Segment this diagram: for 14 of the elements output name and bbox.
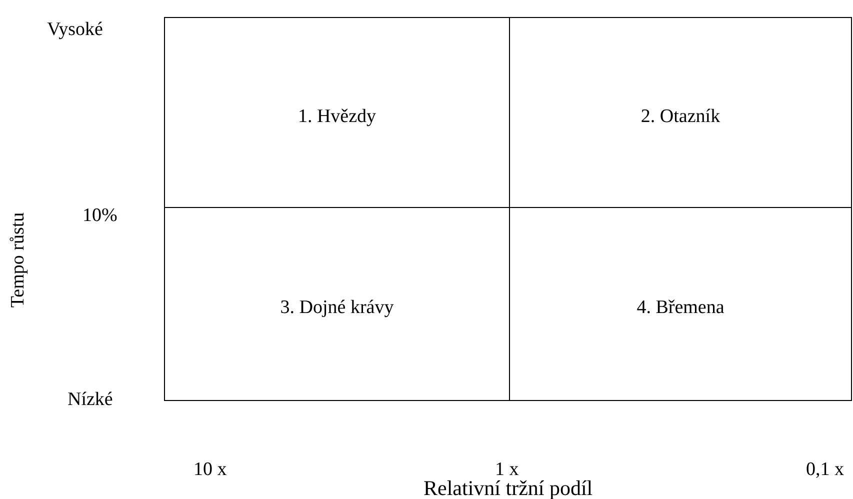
axis-tick-label: 10 x xyxy=(194,459,227,481)
axis-title: Tempo růstu xyxy=(7,212,30,308)
axis-value: 10% xyxy=(82,205,118,227)
quadrant-box xyxy=(509,207,852,401)
axis-value: Nízké xyxy=(68,389,113,411)
quadrant-label: 2. Otazník xyxy=(640,106,720,128)
quadrant-label: 3. Dojné krávy xyxy=(280,297,394,319)
axis-tick-label: 0,1 x xyxy=(806,459,844,481)
axis-value: Vysoké xyxy=(47,19,103,41)
quadrant-box xyxy=(164,207,510,401)
quadrant-box xyxy=(164,17,510,208)
quadrant-label: 1. Hvězdy xyxy=(298,106,376,128)
quadrant-label: 4. Břemena xyxy=(636,297,724,319)
quadrant-box xyxy=(509,17,852,208)
